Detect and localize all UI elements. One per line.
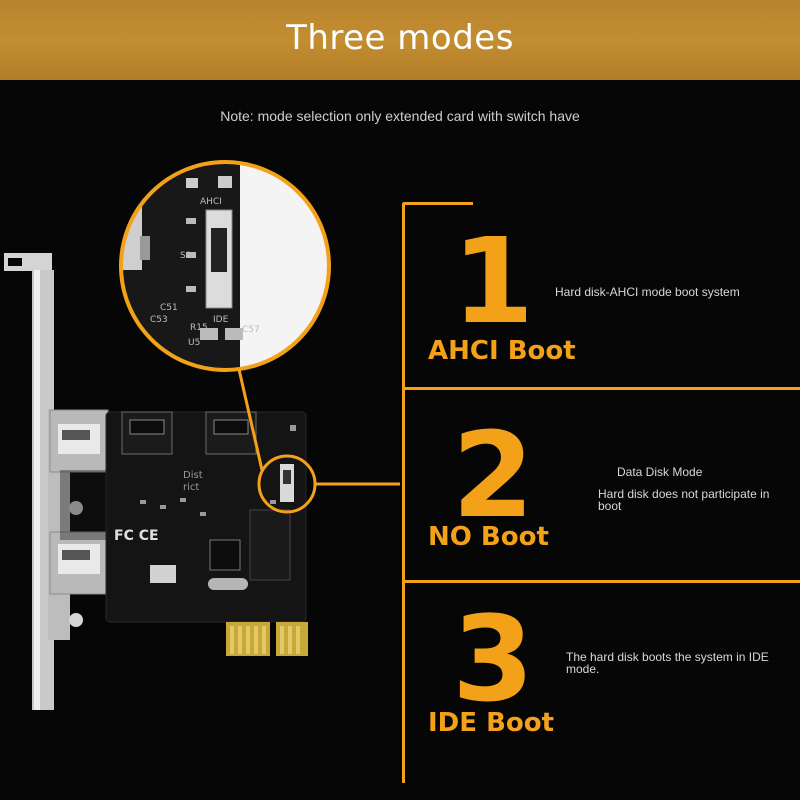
sata-expansion-card-image: FC CE Dist rict xyxy=(4,160,400,710)
mode-2-description-title: Data Disk Mode xyxy=(617,465,703,479)
svg-text:U5: U5 xyxy=(188,338,200,348)
svg-text:C51: C51 xyxy=(160,303,178,313)
svg-text:C57: C57 xyxy=(242,325,260,335)
page-title: Three modes xyxy=(286,18,514,58)
mode-bracket-line xyxy=(402,203,405,783)
esata-port-top xyxy=(49,409,109,473)
mode-1-label: AHCI Boot xyxy=(428,336,576,366)
mode-2-number: 2 xyxy=(452,406,535,544)
header-banner: Three modes xyxy=(0,0,800,80)
pcb-board: FC CE Dist rict xyxy=(60,411,308,656)
mode-divider-2 xyxy=(403,580,800,583)
mode-divider-1 xyxy=(403,387,800,390)
svg-text:AHCI: AHCI xyxy=(200,197,222,207)
svg-text:C53: C53 xyxy=(150,315,168,325)
mode-2-label: NO Boot xyxy=(428,522,549,552)
svg-text:S1: S1 xyxy=(180,251,191,261)
zoomed-switch-view: AHCI S1 IDE C51 C53 R15 C57 U5 xyxy=(119,160,331,372)
mode-note: Note: mode selection only extended card … xyxy=(220,108,580,124)
mode-3-label: IDE Boot xyxy=(428,708,555,738)
mode-1-description: Hard disk-AHCI mode boot system xyxy=(555,285,740,299)
esata-port-bottom xyxy=(49,531,109,595)
svg-text:rict: rict xyxy=(183,482,199,493)
mode-3-number: 3 xyxy=(452,590,535,728)
svg-text:Dist: Dist xyxy=(183,470,203,481)
mode-3-description: The hard disk boots the system in IDE mo… xyxy=(566,650,769,676)
svg-text:FC CE: FC CE xyxy=(114,528,159,544)
svg-text:R15: R15 xyxy=(190,323,208,333)
mode-2-description: Hard disk does not participate in boot xyxy=(598,487,770,513)
bracket-top-stub xyxy=(403,202,473,205)
mode-1-number: 1 xyxy=(452,212,535,350)
svg-text:IDE: IDE xyxy=(213,315,229,325)
